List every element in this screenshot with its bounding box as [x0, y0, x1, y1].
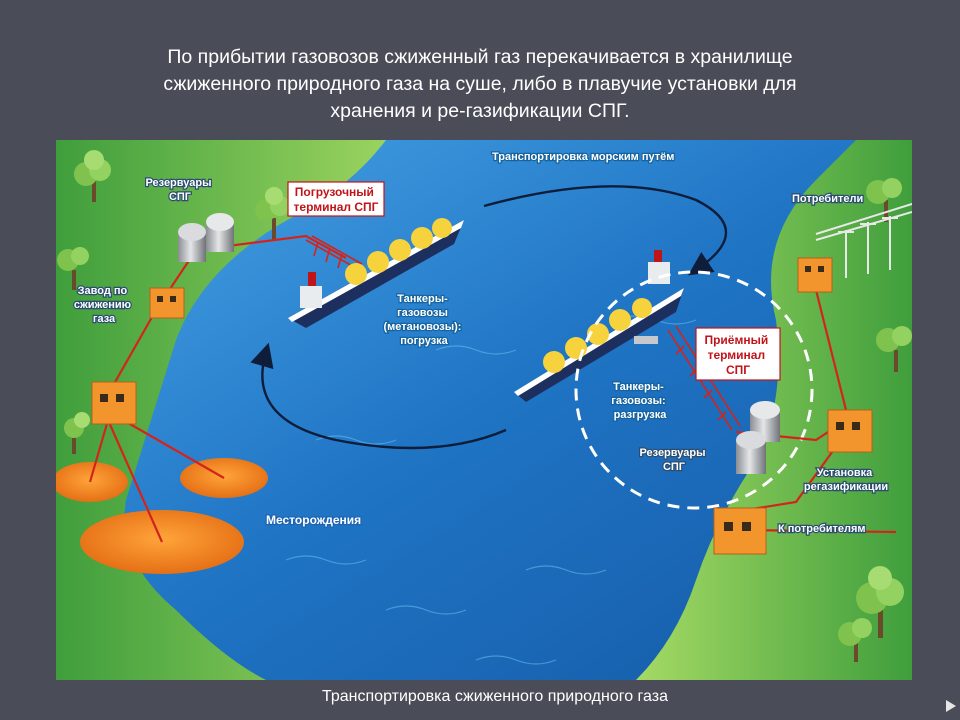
receiving-terminal-label: Приёмный терминал СПГ: [695, 327, 781, 381]
tree-icon: [838, 618, 872, 662]
lng-transport-diagram: Транспортировка морским путём Резервуары…: [56, 140, 912, 680]
tankers-loading-label: Танкеры- газовозы (метановозы): погрузка: [383, 293, 464, 347]
tree-icon: [876, 326, 912, 372]
svg-text:Погрузочный терминал СПГ: Погрузочный терминал СПГ: [294, 185, 379, 214]
power-pylon-icon: [815, 203, 912, 278]
svg-text:Приёмный терминал: Приёмный терминал СПГ: [704, 333, 771, 377]
tree-icon: [74, 150, 111, 202]
tree-icon: [255, 187, 290, 240]
regas-plant-label: Установка регазификации: [804, 467, 888, 493]
loading-pier: [305, 235, 363, 269]
sea-route-label: Транспортировка морским путём: [492, 151, 674, 163]
tank-icon: [206, 213, 234, 252]
building-icon: [827, 409, 873, 453]
consumers-label: Потребители: [792, 193, 863, 205]
figure-caption: Транспортировка сжиженного природного га…: [322, 688, 668, 705]
title-line: хранения и ре-газификации СПГ.: [330, 100, 630, 122]
liquefaction-plant-label: Завод по сжижению газа: [74, 285, 134, 325]
tanks-right-label: Резервуары СПГ: [639, 447, 708, 473]
tree-icon: [856, 566, 904, 638]
pipelines-left: [88, 234, 347, 543]
title-line: По прибытии газовозов сжиженный газ пере…: [167, 46, 793, 68]
ship-icon: [514, 250, 684, 402]
tree-icon: [57, 247, 89, 290]
building-icon: [91, 381, 137, 425]
building-icon: [797, 257, 833, 293]
bullet-arrow-icon: [946, 700, 956, 712]
tree-icon: [866, 178, 902, 222]
to-consumers-label: К потребителям: [778, 523, 866, 535]
loading-terminal-label: Погрузочный терминал СПГ: [287, 181, 385, 217]
diagram-svg: Транспортировка морским путём Резервуары…: [56, 140, 912, 680]
title-line: сжиженного природного газа на суше, либо…: [163, 73, 797, 95]
fields-label: Месторождения: [266, 513, 361, 527]
tank-icon: [178, 223, 206, 262]
tankers-unloading-label: Танкеры- газовозы: разгрузка: [611, 381, 669, 421]
left-shore: [56, 140, 386, 680]
tank-icon: [736, 431, 766, 474]
gas-field: [56, 462, 128, 502]
route-arrow-return: [250, 342, 507, 450]
tree-icon: [64, 412, 90, 454]
route-arrow-outbound: [483, 185, 727, 276]
tanks-left-label: Резервуары СПГ: [145, 177, 214, 203]
receiving-zone-circle: [574, 270, 814, 510]
building-icon: [713, 507, 767, 555]
building-icon: [149, 287, 185, 319]
ship-icon: [288, 218, 464, 328]
slide-title: По прибытии газовозов сжиженный газ пере…: [60, 44, 900, 125]
